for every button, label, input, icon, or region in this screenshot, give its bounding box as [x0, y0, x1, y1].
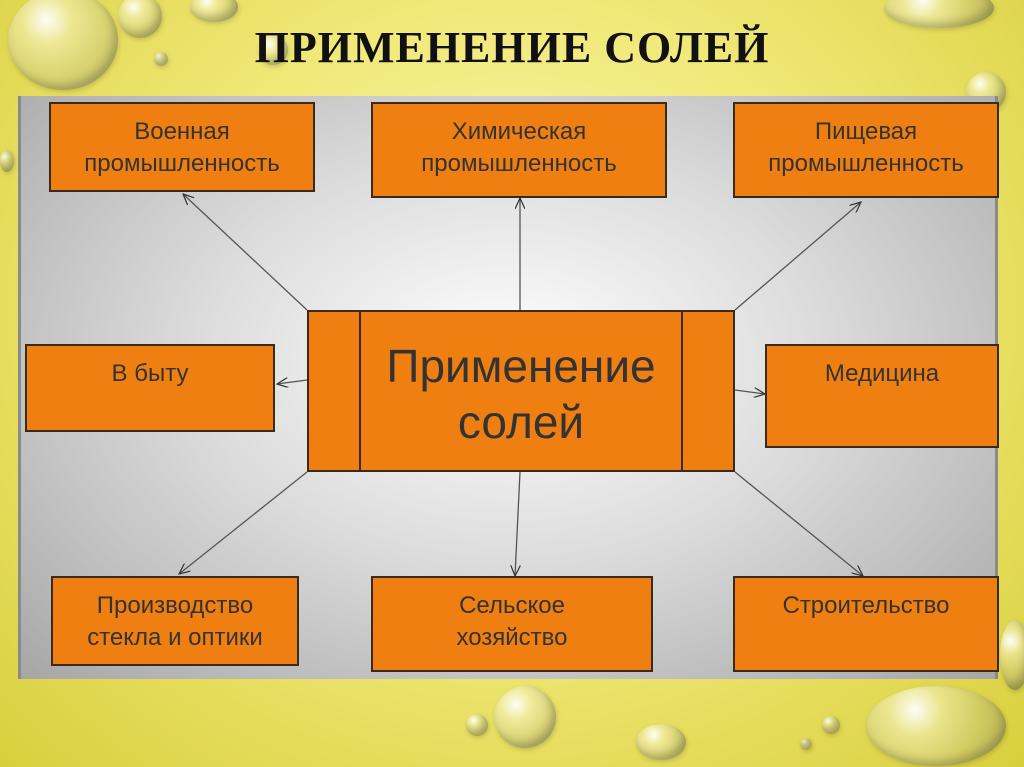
- bubble-decoration: [258, 35, 288, 65]
- box-chemical-industry: Химическая промышленность: [371, 102, 667, 198]
- bubble-decoration: [118, 0, 162, 38]
- bubble-decoration: [190, 0, 238, 22]
- box-medicine: Медицина: [765, 344, 999, 448]
- box-food-industry: Пищевая промышленность: [733, 102, 999, 198]
- bubble-decoration: [800, 738, 812, 750]
- arrow-to-medicine: [734, 390, 765, 394]
- box-glass-optics: Производство стекла и оптики: [51, 576, 299, 666]
- connector-arrows: [21, 96, 1001, 679]
- bubble-decoration: [494, 686, 556, 748]
- bubble-decoration: [636, 724, 686, 760]
- bubble-decoration: [822, 716, 840, 734]
- center-box-divider-right: [681, 312, 683, 470]
- bubble-decoration: [8, 0, 118, 90]
- bubble-decoration: [466, 714, 488, 736]
- arrow-to-agriculture: [515, 471, 521, 576]
- bubble-decoration: [1000, 620, 1024, 690]
- center-box: Применение солей: [307, 310, 735, 472]
- center-box-divider-left: [359, 312, 361, 470]
- arrow-to-construction: [734, 471, 863, 576]
- slide-title: ПРИМЕНЕНИЕ СОЛЕЙ: [254, 23, 770, 72]
- bubble-decoration: [0, 150, 14, 172]
- arrow-to-glass: [179, 471, 308, 574]
- box-household: В быту: [25, 344, 275, 432]
- center-box-label: Применение солей: [386, 340, 656, 448]
- arrow-to-military: [183, 194, 308, 311]
- box-agriculture: Сельское хозяйство: [371, 576, 653, 672]
- diagram-panel: Военная промышленность Химическая промыш…: [18, 96, 1001, 679]
- box-military-industry: Военная промышленность: [49, 102, 315, 192]
- arrow-to-food: [734, 202, 861, 311]
- box-construction: Строительство: [733, 576, 999, 672]
- bubble-decoration: [866, 686, 1006, 766]
- arrow-to-household: [277, 380, 308, 384]
- bubble-decoration: [154, 52, 168, 66]
